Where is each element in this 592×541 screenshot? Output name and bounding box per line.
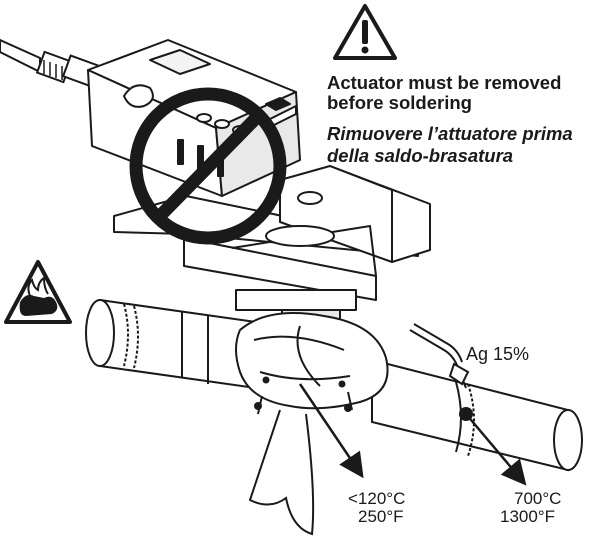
warning-text-en: Actuator must be removed before solderin…: [327, 72, 562, 113]
temp-low-celsius: <120°C: [348, 489, 406, 508]
solder-rod: [409, 323, 470, 389]
valve-bracket: [113, 165, 431, 331]
warning-text-it: Rimuovere l’attuatore prima della saldo-…: [327, 123, 573, 166]
temp-low-fahrenheit: 250°F: [358, 507, 404, 526]
wet-cloth: [235, 312, 389, 536]
actuator-cable: [0, 38, 101, 88]
arrow-low-temp: [298, 383, 364, 479]
solder-alloy-label: Ag 15%: [466, 344, 530, 364]
pipe-left: [85, 298, 257, 390]
pipe-right: [371, 358, 583, 472]
hot-hand-icon: [4, 260, 72, 324]
arrow-high-temp: [465, 413, 527, 486]
warning-triangle-icon: [333, 4, 397, 60]
actuator-body: [87, 39, 301, 197]
temp-high-fahrenheit: 1300°F: [500, 507, 556, 526]
temp-high-celsius: 700°C: [514, 489, 562, 508]
no-symbol-icon: [129, 87, 287, 245]
